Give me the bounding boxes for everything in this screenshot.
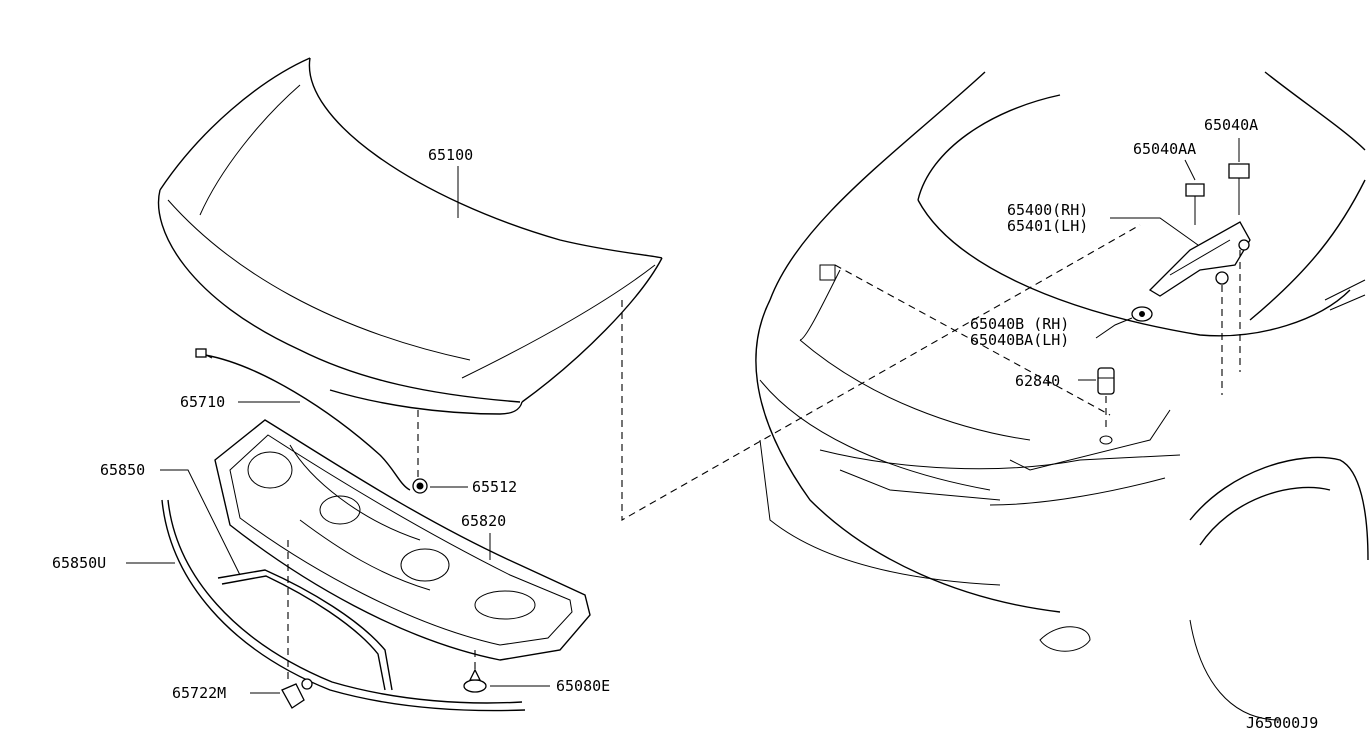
hood-rod[interactable] bbox=[195, 348, 411, 491]
label-nut-lh: 65040BA(LH) bbox=[970, 331, 1069, 349]
label-hinge-lh: 65401(LH) bbox=[1007, 217, 1088, 235]
label-rod-clip: 65512 bbox=[472, 478, 517, 496]
label-seal-lower: 65850U bbox=[52, 554, 106, 572]
rubber-seat bbox=[1099, 435, 1113, 445]
bolt-aa-part[interactable] bbox=[1185, 183, 1205, 225]
clip-e-part[interactable] bbox=[463, 668, 487, 693]
rod-clip-part[interactable] bbox=[412, 478, 428, 494]
hood-hinge-part[interactable] bbox=[1148, 221, 1251, 297]
bumper-guide bbox=[834, 264, 1111, 416]
hood-mount-guide bbox=[621, 224, 1141, 521]
label-nut-rh: 65040B (RH) bbox=[970, 315, 1069, 333]
bolt-a-part[interactable] bbox=[1228, 163, 1250, 215]
label-hinge-rh: 65400(RH) bbox=[1007, 201, 1088, 219]
hinge-nut-part[interactable] bbox=[1131, 306, 1153, 322]
vehicle-front bbox=[755, 71, 1369, 721]
bumper-rubber-part[interactable] bbox=[1097, 367, 1115, 395]
seal-upper-part[interactable] bbox=[217, 569, 393, 691]
label-hood: 65100 bbox=[428, 146, 473, 164]
label-bumper-rubber: 62840 bbox=[1015, 372, 1060, 390]
leader-lines bbox=[126, 138, 1240, 694]
label-hood-insulator: 65820 bbox=[461, 512, 506, 530]
label-hood-rod: 65710 bbox=[180, 393, 225, 411]
insulator-clip-part[interactable] bbox=[281, 678, 313, 709]
hood-panel[interactable] bbox=[157, 57, 663, 415]
label-seal-upper: 65850 bbox=[100, 461, 145, 479]
label-bolt-aa: 65040AA bbox=[1133, 140, 1196, 158]
label-bolt-a: 65040A bbox=[1204, 116, 1258, 134]
hood-insulator-part[interactable] bbox=[214, 419, 591, 661]
seal-lower-part[interactable] bbox=[161, 499, 526, 712]
label-clip-e: 65080E bbox=[556, 677, 610, 695]
diagram-code: J65000J9 bbox=[1246, 714, 1318, 732]
label-insulator-clip: 65722M bbox=[172, 684, 226, 702]
